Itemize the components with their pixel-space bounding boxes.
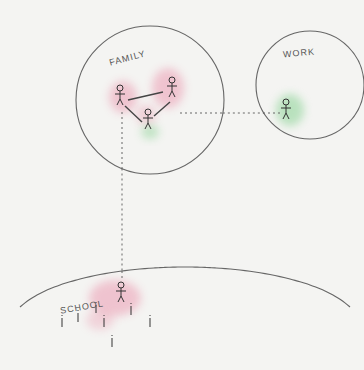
dotted-tie (223, 113, 264, 114)
tie-line (125, 106, 142, 122)
tie-line (154, 102, 170, 116)
person-figure (143, 109, 153, 129)
pink-wash (86, 310, 114, 330)
circle-outline (256, 31, 364, 139)
person-figure (167, 77, 177, 97)
small-person (150, 315, 151, 327)
region-label: FAMILY (108, 49, 146, 67)
dotted-line (122, 271, 123, 281)
region-circle: FAMILY (75, 25, 225, 175)
tie-extension (122, 112, 281, 281)
stick-figures (115, 77, 291, 302)
circle-outline (76, 26, 224, 174)
small-person (131, 303, 132, 315)
dotted-tie (122, 168, 123, 271)
tie-line (128, 92, 163, 100)
pink-wash (136, 105, 156, 125)
small-person (62, 315, 63, 327)
small-person (112, 335, 113, 347)
region-label: SCHOOL (60, 299, 105, 316)
person-figure (115, 85, 125, 105)
dotted-line (263, 113, 281, 114)
pink-wash (109, 81, 137, 113)
region-outline (20, 262, 350, 370)
region-outline (255, 30, 364, 140)
pink-wash (152, 68, 184, 108)
region-circle: WORK (255, 30, 364, 140)
dotted-line (122, 112, 123, 171)
region-dome: SCHOOL (20, 262, 350, 370)
small-person (104, 315, 105, 327)
person-figure (116, 282, 126, 302)
dome-outline (20, 267, 350, 307)
region-label: WORK (283, 48, 316, 60)
green-wash (276, 94, 304, 126)
region-outline (75, 25, 225, 175)
person-figure (281, 99, 291, 119)
dotted-line (180, 113, 224, 114)
